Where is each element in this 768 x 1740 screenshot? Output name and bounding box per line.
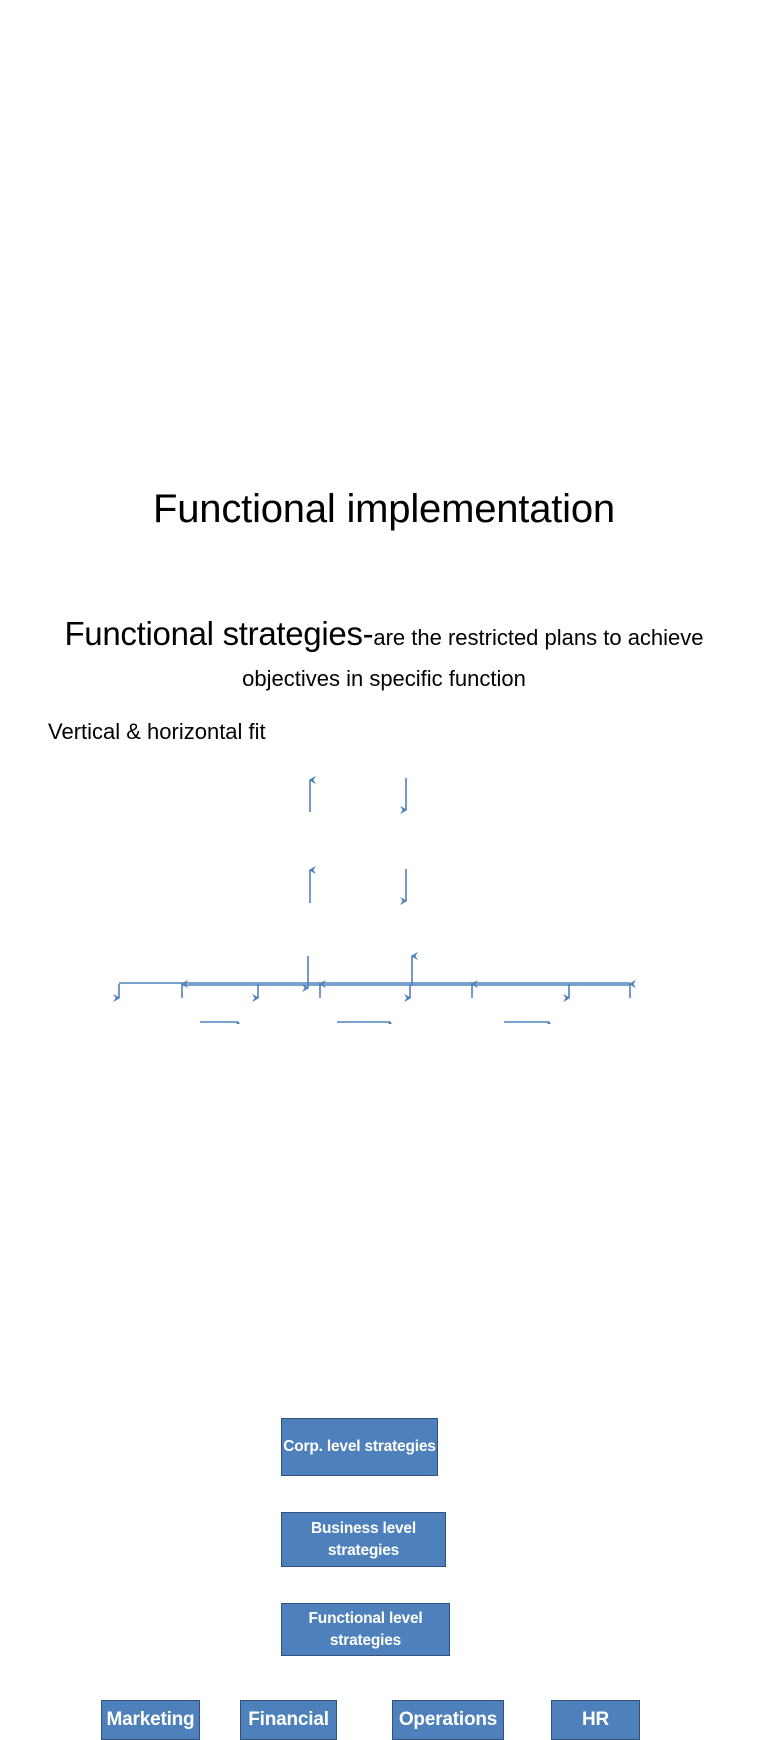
page-title: Functional implementation	[153, 487, 615, 531]
node-business-level-strategies[interactable]: Business level strategies	[281, 1512, 446, 1567]
node-hr[interactable]: HR	[551, 1700, 640, 1740]
lead-term: Functional strategies-	[64, 615, 374, 652]
vertical-horizontal-fit-label: Vertical & horizontal fit	[48, 719, 266, 744]
lead-definition: are the restricted plans to achieve obje…	[242, 625, 704, 691]
node-marketing[interactable]: Marketing	[101, 1700, 200, 1740]
node-financial[interactable]: Financial	[240, 1700, 337, 1740]
node-corp-level-strategies[interactable]: Corp. level strategies	[281, 1418, 438, 1476]
node-functional-level-strategies[interactable]: Functional level strategies	[281, 1603, 450, 1656]
strategy-hierarchy-diagram: Corp. level strategies Business level st…	[0, 700, 768, 1740]
connector-layer	[113, 775, 636, 1024]
slide-canvas: Functional implementation Functional str…	[0, 487, 768, 1740]
lead-paragraph: Functional strategies-are the restricted…	[30, 615, 738, 701]
node-operations[interactable]: Operations	[392, 1700, 504, 1740]
